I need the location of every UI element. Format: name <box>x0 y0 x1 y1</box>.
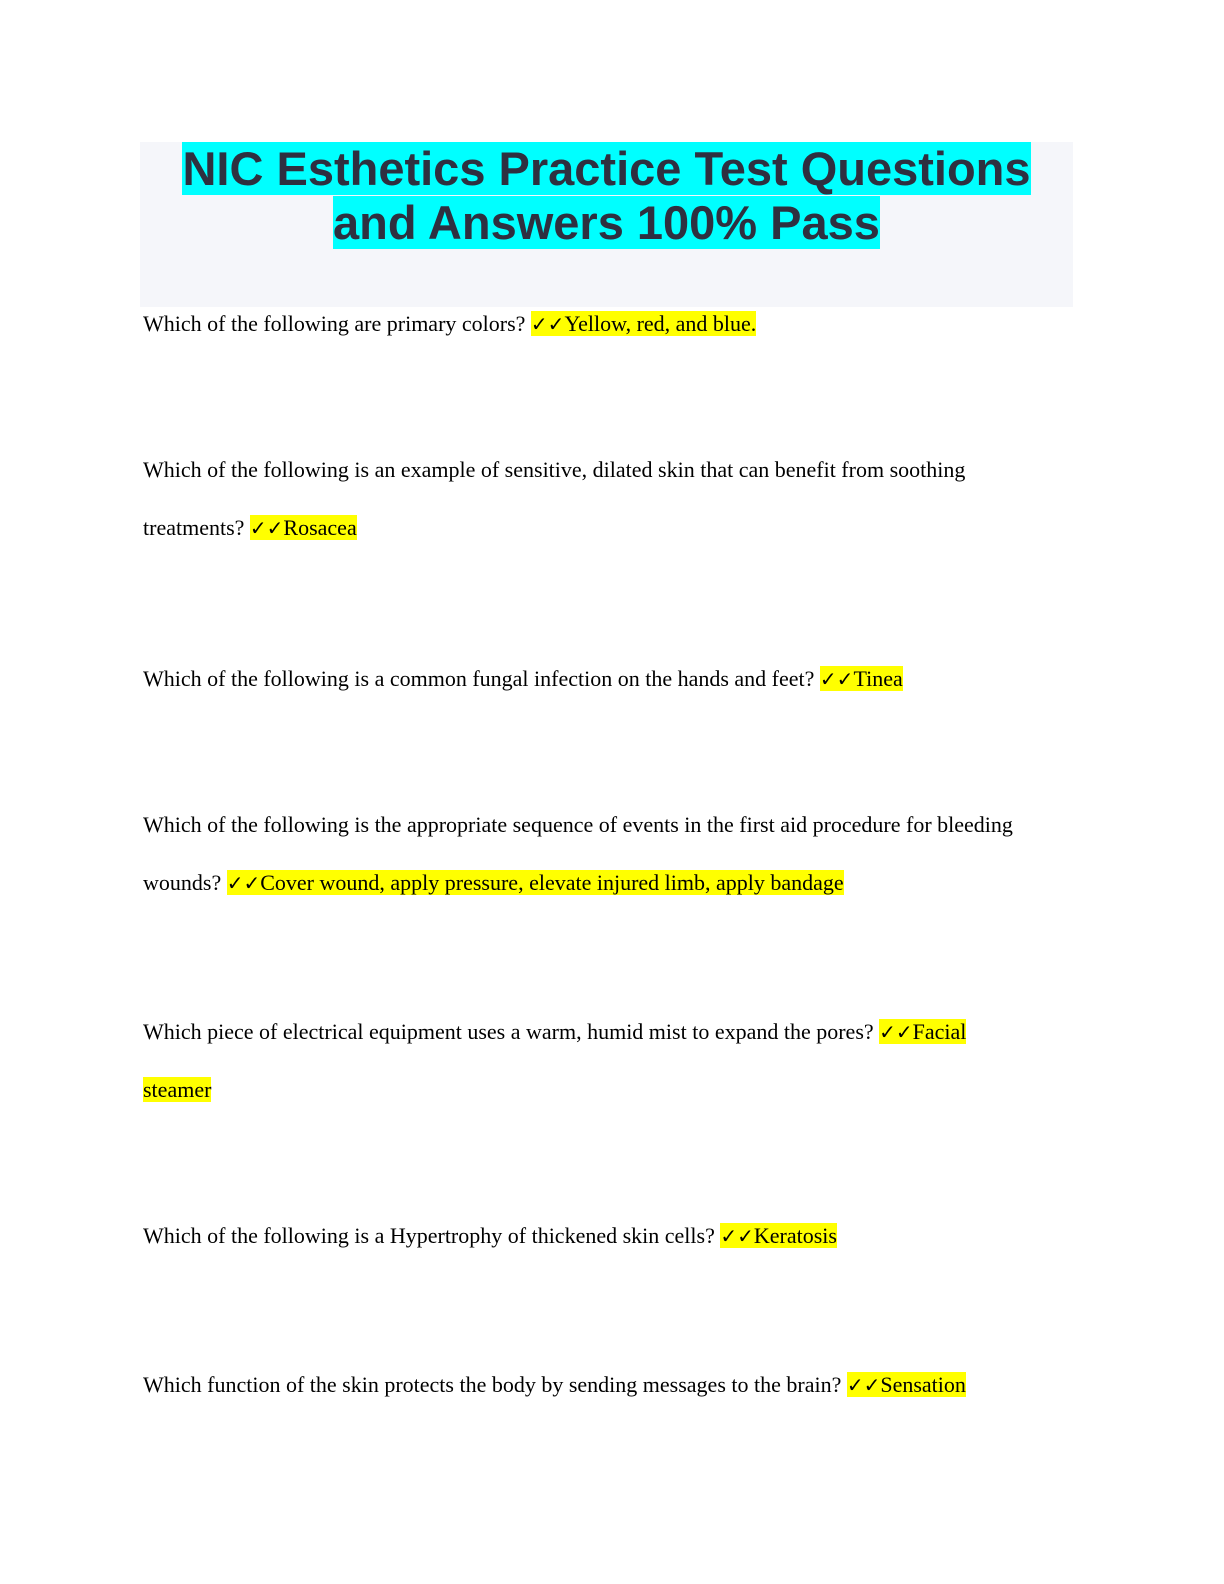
title-banner: NIC Esthetics Practice Test Questions an… <box>140 142 1073 307</box>
qa-item: Which of the following is the appropriat… <box>143 812 1013 895</box>
qa-item: Which of the following is a common funga… <box>143 666 903 691</box>
qa-item: Which function of the skin protects the … <box>143 1372 966 1397</box>
answer-highlight: ✓✓Cover wound, apply pressure, elevate i… <box>226 870 844 895</box>
qa-item: Which of the following is an example of … <box>143 457 966 540</box>
check-icon: ✓✓ <box>249 516 284 540</box>
qa-item: Which of the following are primary color… <box>143 311 757 336</box>
check-icon: ✓✓ <box>530 312 565 336</box>
check-icon: ✓✓ <box>819 667 854 691</box>
check-icon: ✓✓ <box>846 1373 881 1397</box>
qa-item: Which piece of electrical equipment uses… <box>143 1019 967 1102</box>
answer-highlight: ✓✓Sensation <box>846 1372 966 1397</box>
check-icon: ✓✓ <box>879 1020 913 1044</box>
answer-highlight: ✓✓Tinea <box>819 666 903 691</box>
check-icon: ✓✓ <box>720 1224 754 1248</box>
answer-highlight: ✓✓Yellow, red, and blue. <box>530 311 757 336</box>
document-title: NIC Esthetics Practice Test Questions an… <box>182 142 1031 249</box>
qa-item: Which of the following is a Hypertrophy … <box>143 1223 837 1248</box>
check-icon: ✓✓ <box>226 871 261 895</box>
answer-highlight: ✓✓Keratosis <box>720 1223 837 1248</box>
answer-highlight: ✓✓Rosacea <box>249 515 357 540</box>
